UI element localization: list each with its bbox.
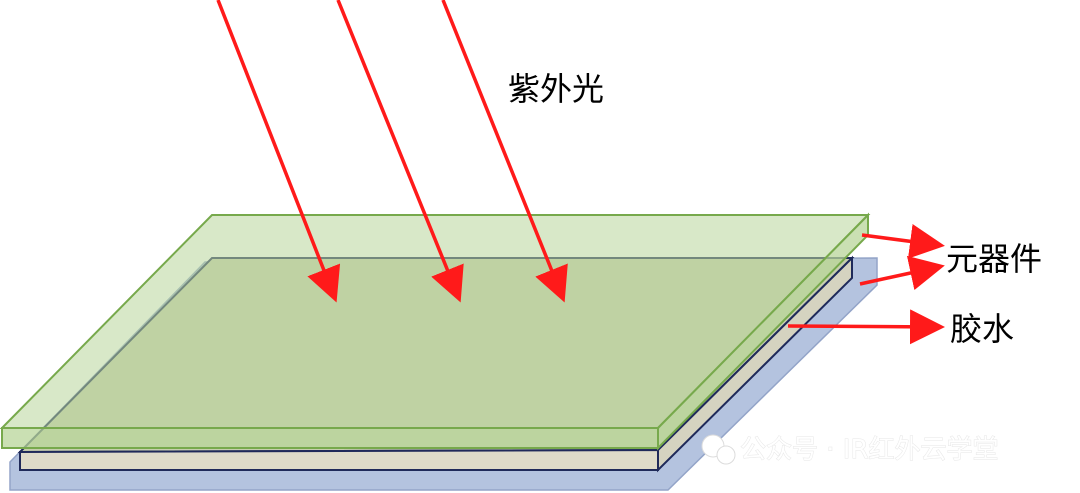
component-front-edge [1, 427, 659, 449]
uv-ray-2 [336, 0, 464, 303]
component-pointer-arrow-1 [861, 223, 945, 259]
glue-layer-side [657, 255, 853, 473]
watermark-text: 公众号 · IR红外云学堂 [740, 435, 999, 465]
uv-ray-3 [441, 0, 568, 303]
uv-light-label: 紫外光 [508, 70, 604, 108]
glue-layer-front [19, 448, 659, 471]
watermark: 公众号 · IR红外云学堂 [701, 434, 999, 466]
glue-label: 胶水 [950, 310, 1014, 348]
glue-pointer-arrow [787, 309, 945, 345]
uv-ray-1 [216, 0, 341, 303]
component-pointer-arrow-2 [859, 255, 945, 291]
component-label: 元器件 [946, 240, 1042, 278]
wechat-icon [701, 434, 736, 465]
